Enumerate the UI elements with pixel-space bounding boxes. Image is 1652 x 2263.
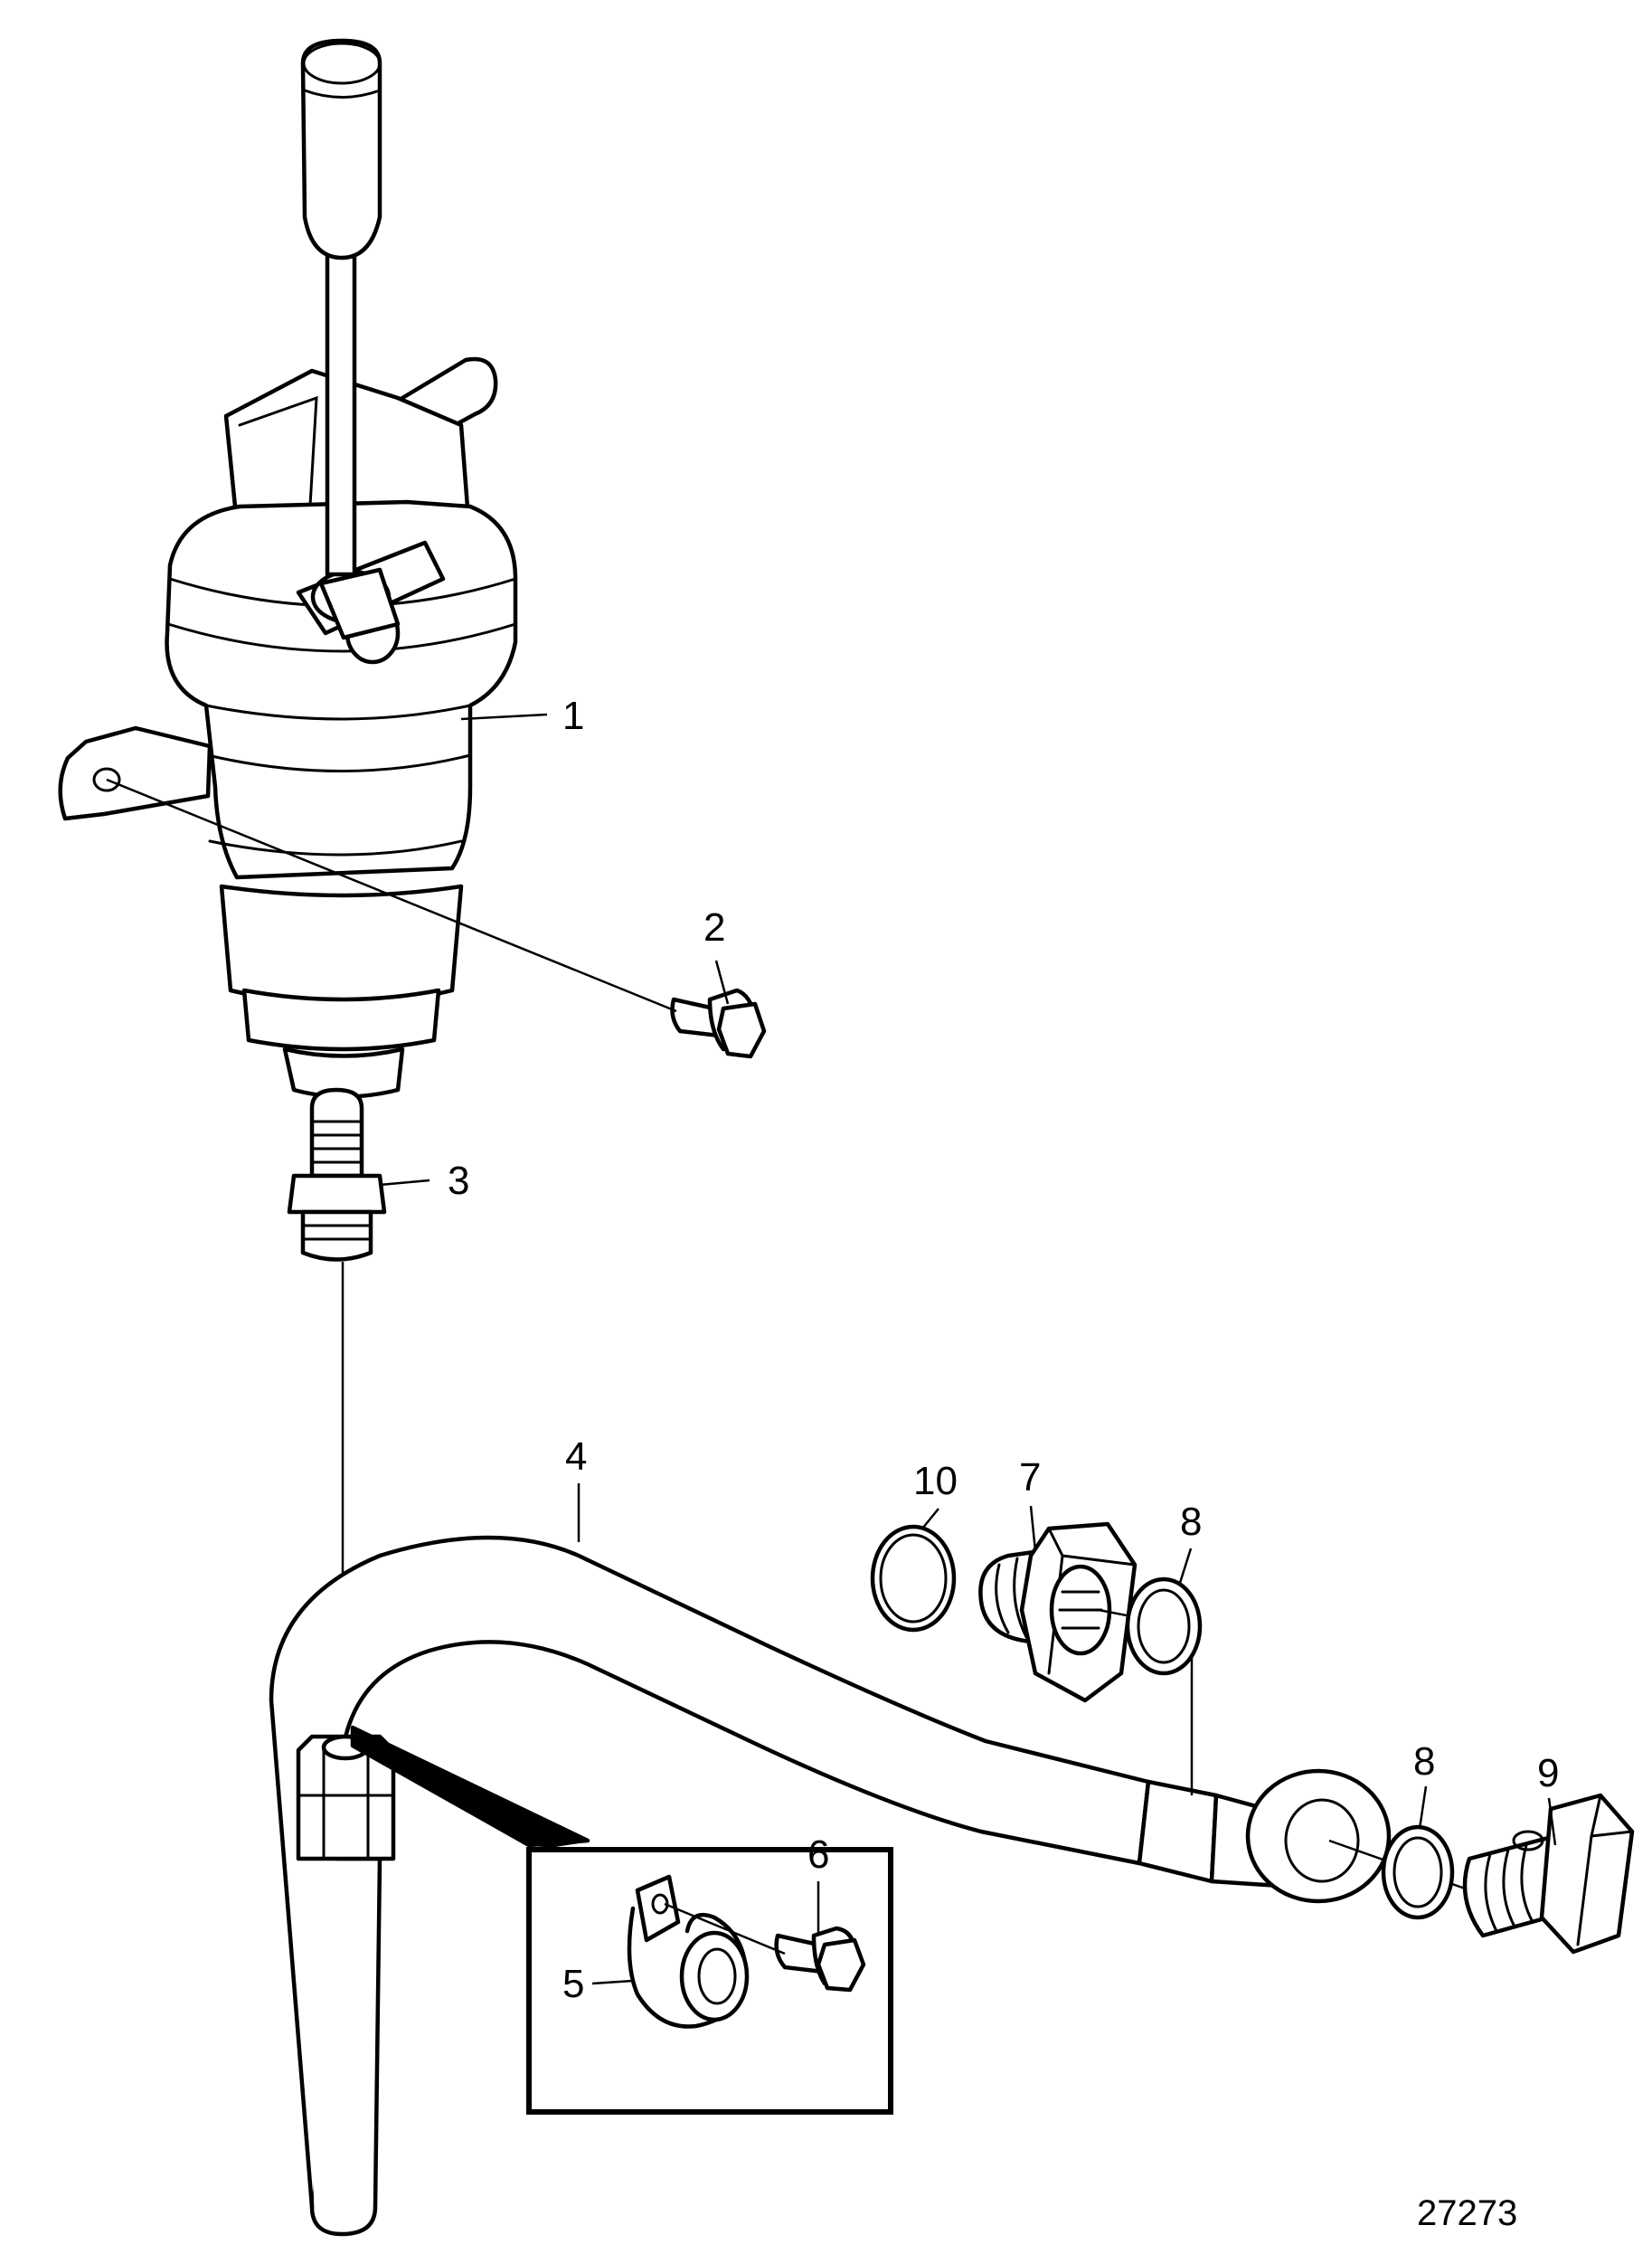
hand-pump-assembly <box>58 38 518 1099</box>
callout-2: 2 <box>703 905 725 950</box>
callout-9: 9 <box>1537 1751 1559 1795</box>
callout-7: 7 <box>1019 1455 1041 1500</box>
callout-10: 10 <box>913 1459 958 1503</box>
callout-5: 5 <box>562 1962 584 2006</box>
nipple-fitting <box>287 1087 387 1262</box>
fuel-hose <box>269 1535 1392 2237</box>
callout-8-upper: 8 <box>1180 1500 1202 1544</box>
flange-bolt-upper <box>670 988 767 1059</box>
bolt-alignment-line <box>106 778 677 1013</box>
callout-1: 1 <box>562 694 584 738</box>
clamp-detail-inset <box>350 1725 893 2115</box>
banjo-bolt <box>1462 1793 1635 1955</box>
callout-4: 4 <box>565 1434 587 1479</box>
o-ring <box>870 1524 957 1633</box>
sealing-washer-upper <box>1125 1577 1203 1676</box>
callout-6: 6 <box>807 1832 829 1877</box>
hex-connector <box>978 1521 1138 1703</box>
callout-8-lower: 8 <box>1413 1739 1435 1784</box>
callout-3: 3 <box>448 1159 469 1203</box>
leader-lines <box>379 713 1557 1985</box>
sealing-washer-lower <box>1381 1824 1455 1920</box>
figure-number: 27273 <box>1417 2193 1517 2233</box>
